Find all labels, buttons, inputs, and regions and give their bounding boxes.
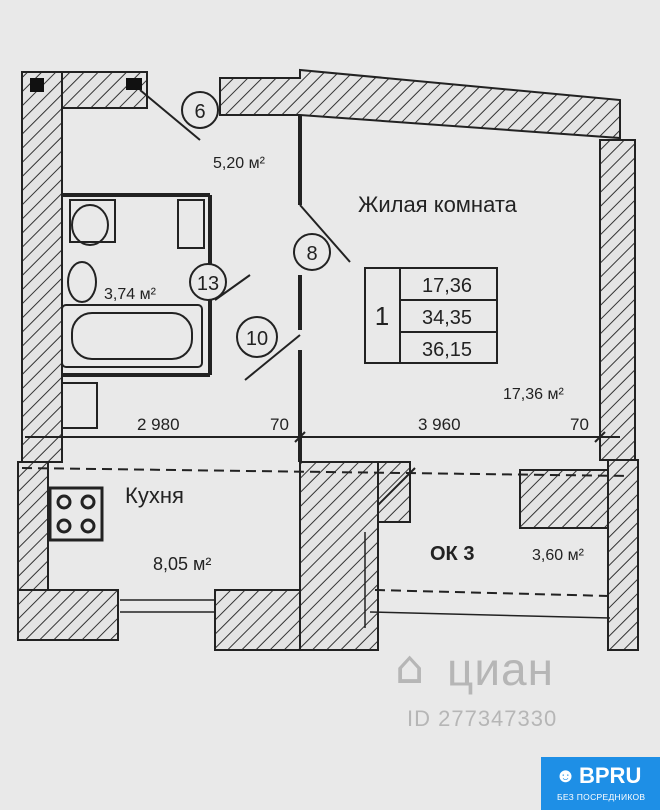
bpru-badge: ☻ BPRU БЕЗ ПОСРЕДНИКОВ	[541, 757, 660, 810]
svg-text:6: 6	[194, 101, 205, 123]
svg-text:8: 8	[306, 243, 317, 265]
rooms-count: 1	[375, 301, 389, 331]
table-total-area: 34,35	[422, 307, 472, 329]
watermark-id: ID 277347330	[407, 706, 558, 731]
kitchen-area: 8,05 м²	[153, 554, 211, 574]
badge-subtitle: БЕЗ ПОСРЕДНИКОВ	[557, 792, 646, 802]
apartment-summary-table: 1 17,36 34,35 36,15	[364, 267, 498, 364]
badge-name: BPRU	[579, 763, 642, 788]
kitchen-title: Кухня	[125, 483, 184, 508]
corridor-area: 5,20 м²	[213, 155, 266, 172]
people-icon: ☻	[555, 765, 577, 787]
table-living-area: 17,36	[422, 275, 472, 297]
table-total-with-loggia: 36,15	[422, 339, 472, 361]
marker-6: 6	[181, 91, 219, 129]
dim-left-wall: 70	[270, 415, 289, 434]
bathroom-fixtures	[61, 199, 205, 429]
marker-13: 13	[189, 263, 227, 301]
dim-left-width: 2 980	[137, 415, 180, 434]
marker-10: 10	[236, 316, 278, 358]
cian-watermark: ⌂ циан ID 277347330	[395, 640, 595, 735]
loggia-title: ОК 3	[430, 543, 474, 565]
loggia-area: 3,60 м²	[532, 547, 585, 564]
dimension-line	[25, 431, 620, 443]
house-outline-icon: ⌂	[395, 640, 425, 694]
svg-text:10: 10	[246, 328, 268, 350]
living-room-title: Жилая комната	[358, 192, 518, 217]
svg-text:13: 13	[197, 273, 219, 295]
marker-8: 8	[293, 233, 331, 271]
living-room-area: 17,36 м²	[503, 386, 564, 403]
kitchen-stove	[48, 486, 104, 542]
watermark-brand: циан	[447, 643, 555, 695]
dim-right-wall: 70	[570, 415, 589, 434]
loggia-lines	[120, 532, 611, 628]
bathroom-area: 3,74 м²	[104, 286, 157, 303]
dashed-lines	[21, 467, 631, 597]
dim-right-width: 3 960	[418, 415, 461, 434]
